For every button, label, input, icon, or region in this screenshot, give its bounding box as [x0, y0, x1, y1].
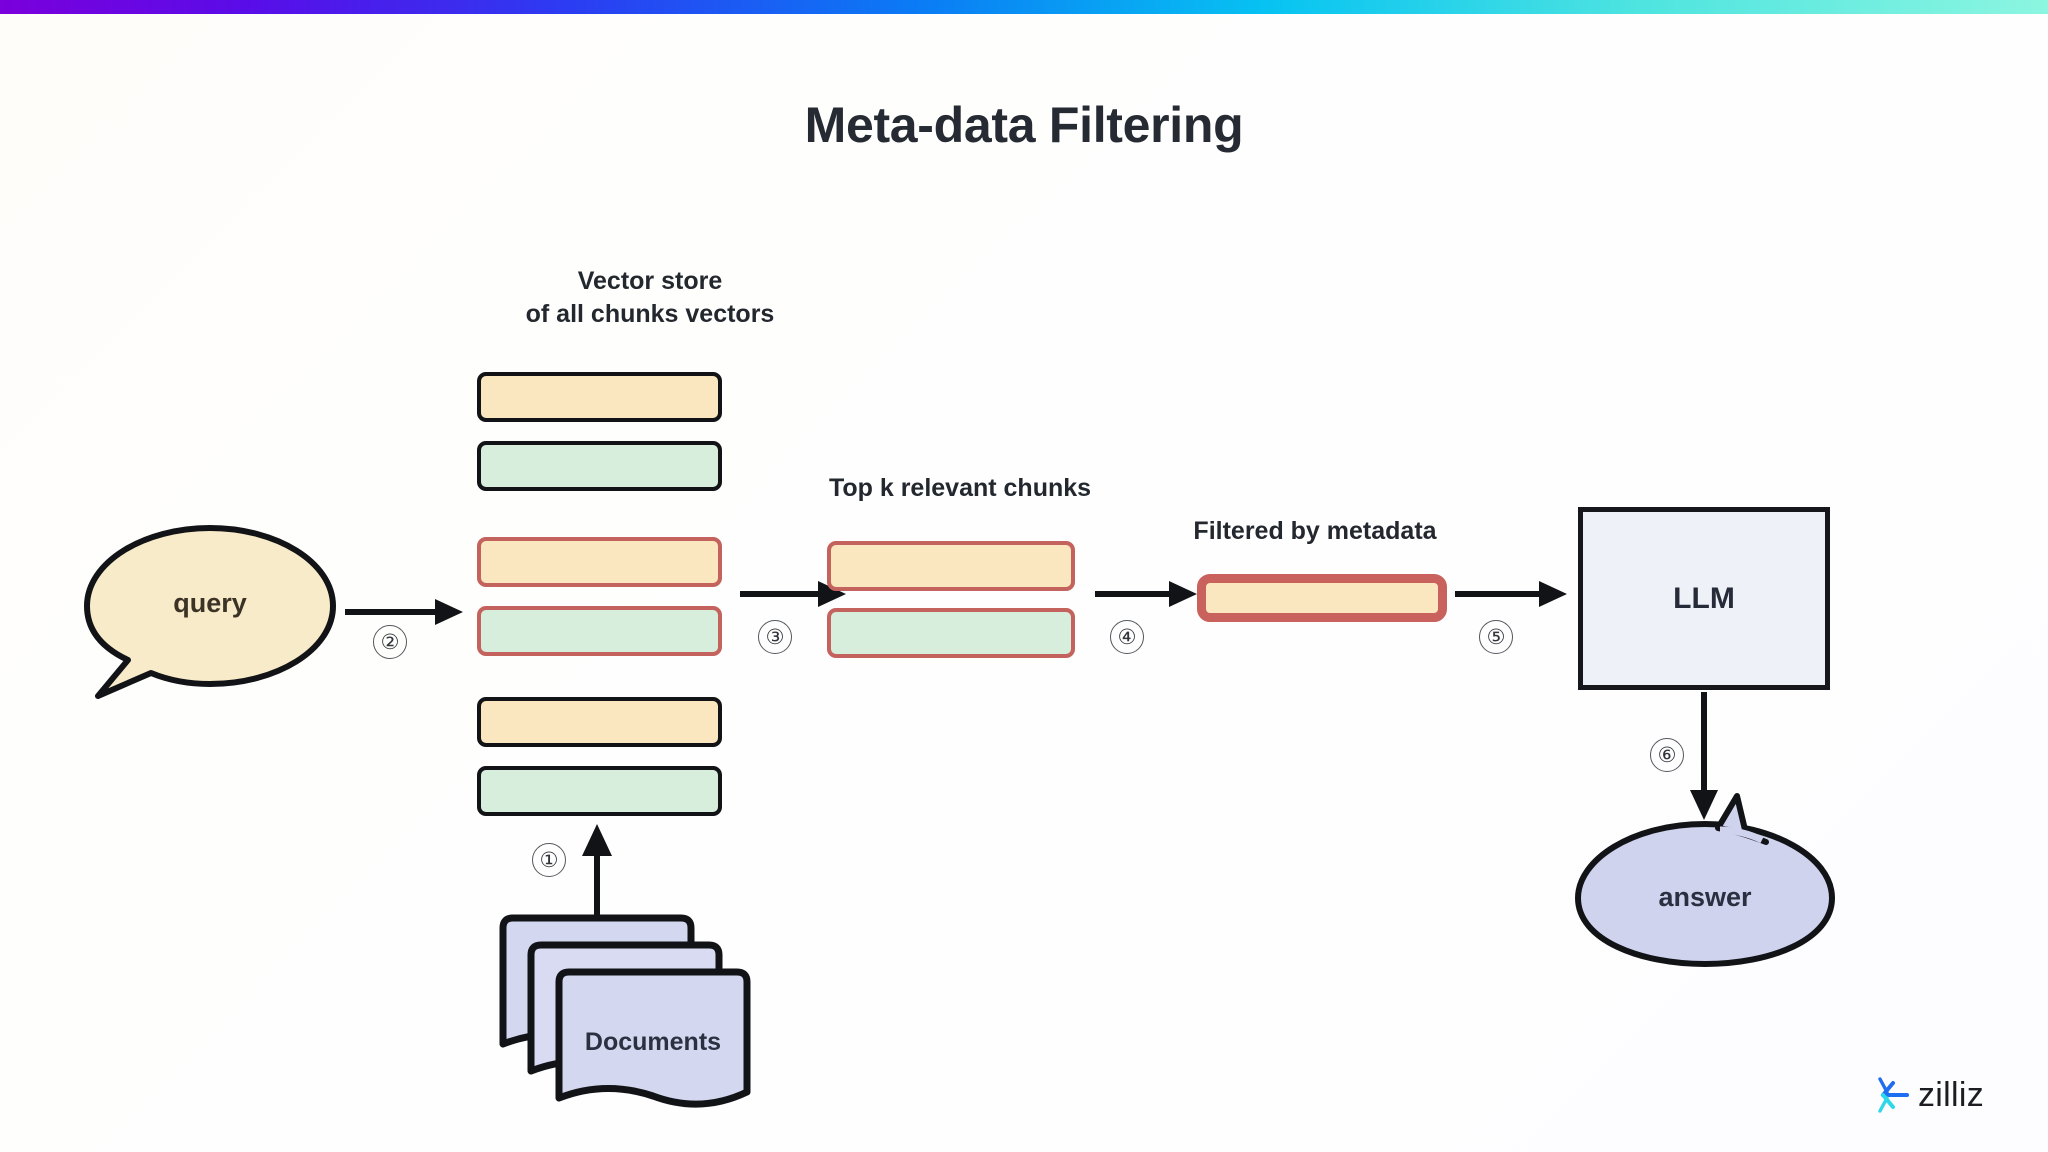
llm-box: LLM — [1578, 507, 1830, 690]
answer-label: answer — [1658, 882, 1752, 912]
arrow-vectorstore-to-topk — [740, 581, 846, 607]
vector-store-chunk-4 — [477, 606, 722, 656]
vector-store-chunk-1 — [477, 372, 722, 422]
arrow-llm-to-answer — [1690, 692, 1718, 820]
arrow-topk-to-filtered — [1095, 581, 1197, 607]
topk-chunk-2 — [827, 608, 1075, 658]
vector-store-chunk-5 — [477, 697, 722, 747]
vector-store-caption: Vector store of all chunks vectors — [525, 267, 775, 329]
query-bubble-shape — [84, 525, 336, 699]
brand-gradient-bar — [0, 0, 2048, 14]
llm-label: LLM — [1673, 581, 1735, 615]
step-marker-5: ⑤ — [1479, 620, 1513, 654]
step-marker-3: ③ — [758, 620, 792, 654]
zilliz-wordmark: zilliz — [1918, 1075, 1985, 1114]
step-marker-1: ① — [532, 843, 566, 877]
documents-shape — [499, 914, 751, 1108]
zilliz-logo: zilliz — [1876, 1075, 1984, 1115]
arrow-filtered-to-llm — [1455, 581, 1567, 607]
query-label: query — [173, 588, 247, 618]
vector-store-chunk-2 — [477, 441, 722, 491]
answer-bubble: answer — [1570, 790, 1840, 970]
query-bubble: query — [80, 520, 340, 700]
arrow-query-to-vectorstore — [345, 599, 463, 625]
filtered-chunk-1 — [1197, 574, 1447, 622]
filtered-caption: Filtered by metadata — [1193, 517, 1437, 545]
answer-bubble-shape — [1575, 793, 1835, 967]
documents-label: Documents — [584, 1028, 722, 1056]
step-marker-6: ⑥ — [1650, 738, 1684, 772]
topk-chunk-1 — [827, 541, 1075, 591]
vector-store-chunk-6 — [477, 766, 722, 816]
top-k-caption: Top k relevant chunks — [828, 474, 1092, 502]
zilliz-mark-icon — [1878, 1077, 1909, 1113]
documents-stack: Documents — [485, 910, 765, 1110]
page-title: Meta-data Filtering — [804, 97, 1244, 153]
step-marker-2: ② — [373, 625, 407, 659]
step-marker-4: ④ — [1110, 620, 1144, 654]
vector-store-chunk-3 — [477, 537, 722, 587]
